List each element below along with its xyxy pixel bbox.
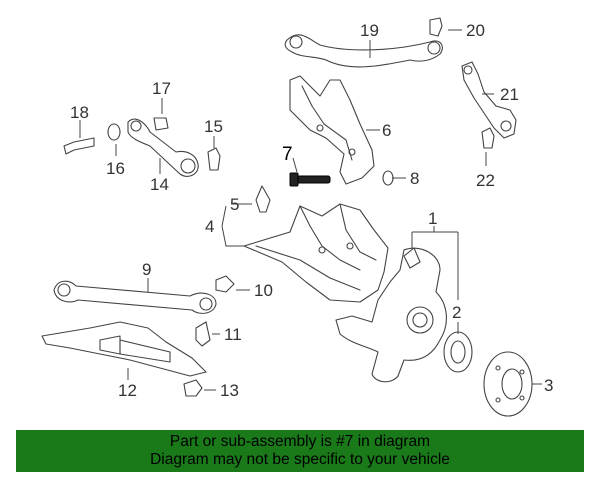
callout-16: 16 — [106, 159, 125, 178]
notice-line-2: Diagram may not be specific to your vehi… — [150, 451, 450, 468]
callout-12: 12 — [118, 381, 137, 400]
part-10-nut — [215, 275, 235, 293]
parts-diagram: 1 2 3 4 5 6 7 8 9 10 11 12 13 14 15 16 1… — [41, 17, 553, 417]
part-5-clip — [255, 185, 271, 213]
callout-10: 10 — [254, 281, 273, 300]
callout-20: 20 — [466, 21, 485, 40]
part-7-bolt — [289, 172, 331, 187]
callout-7: 7 — [282, 144, 293, 165]
callout-3: 3 — [544, 376, 553, 395]
callout-8: 8 — [410, 169, 419, 188]
notice-banner: Part or sub-assembly is #7 in diagram Di… — [16, 430, 584, 472]
part-16-washer — [107, 123, 121, 141]
callout-11: 11 — [224, 325, 242, 344]
part-8-washer — [382, 170, 394, 186]
callout-15: 15 — [204, 117, 223, 136]
callout-6: 6 — [382, 121, 391, 140]
part-13-nut — [183, 379, 203, 397]
part-15-clip — [207, 147, 221, 171]
part-2-bearing — [443, 331, 473, 373]
callout-13: 13 — [220, 381, 239, 400]
callout-1: 1 — [428, 209, 437, 228]
callout-22: 22 — [476, 171, 495, 190]
callout-9: 9 — [142, 260, 151, 279]
callout-17: 17 — [152, 79, 171, 98]
part-3-hub — [483, 351, 533, 417]
part-19-upper-control-arm — [284, 34, 443, 68]
notice-line-1: Part or sub-assembly is #7 in diagram — [169, 433, 431, 450]
part-9-lower-arm — [53, 280, 217, 314]
part-18-bolt — [63, 137, 95, 155]
part-14-toe-link — [127, 118, 199, 177]
part-11-bolt — [195, 321, 211, 347]
part-17-nut — [153, 117, 169, 131]
callout-numbers: 1 2 3 4 5 6 7 8 9 10 11 12 13 14 15 16 1… — [70, 21, 553, 400]
callout-2: 2 — [452, 303, 461, 322]
part-22-clip — [481, 127, 495, 149]
part-12-shield — [41, 321, 207, 377]
callout-14: 14 — [150, 175, 169, 194]
part-6-bracket — [289, 75, 375, 185]
part-20-bracket — [429, 17, 443, 37]
callout-21: 21 — [500, 85, 519, 104]
callout-5: 5 — [230, 195, 239, 214]
leader-lines — [79, 29, 542, 391]
callout-18: 18 — [70, 103, 89, 122]
part-1-knuckle — [335, 247, 447, 383]
part-4-subframe — [243, 203, 389, 303]
callout-4: 4 — [205, 217, 214, 236]
part-21-link — [461, 61, 517, 139]
callout-19: 19 — [360, 21, 379, 40]
